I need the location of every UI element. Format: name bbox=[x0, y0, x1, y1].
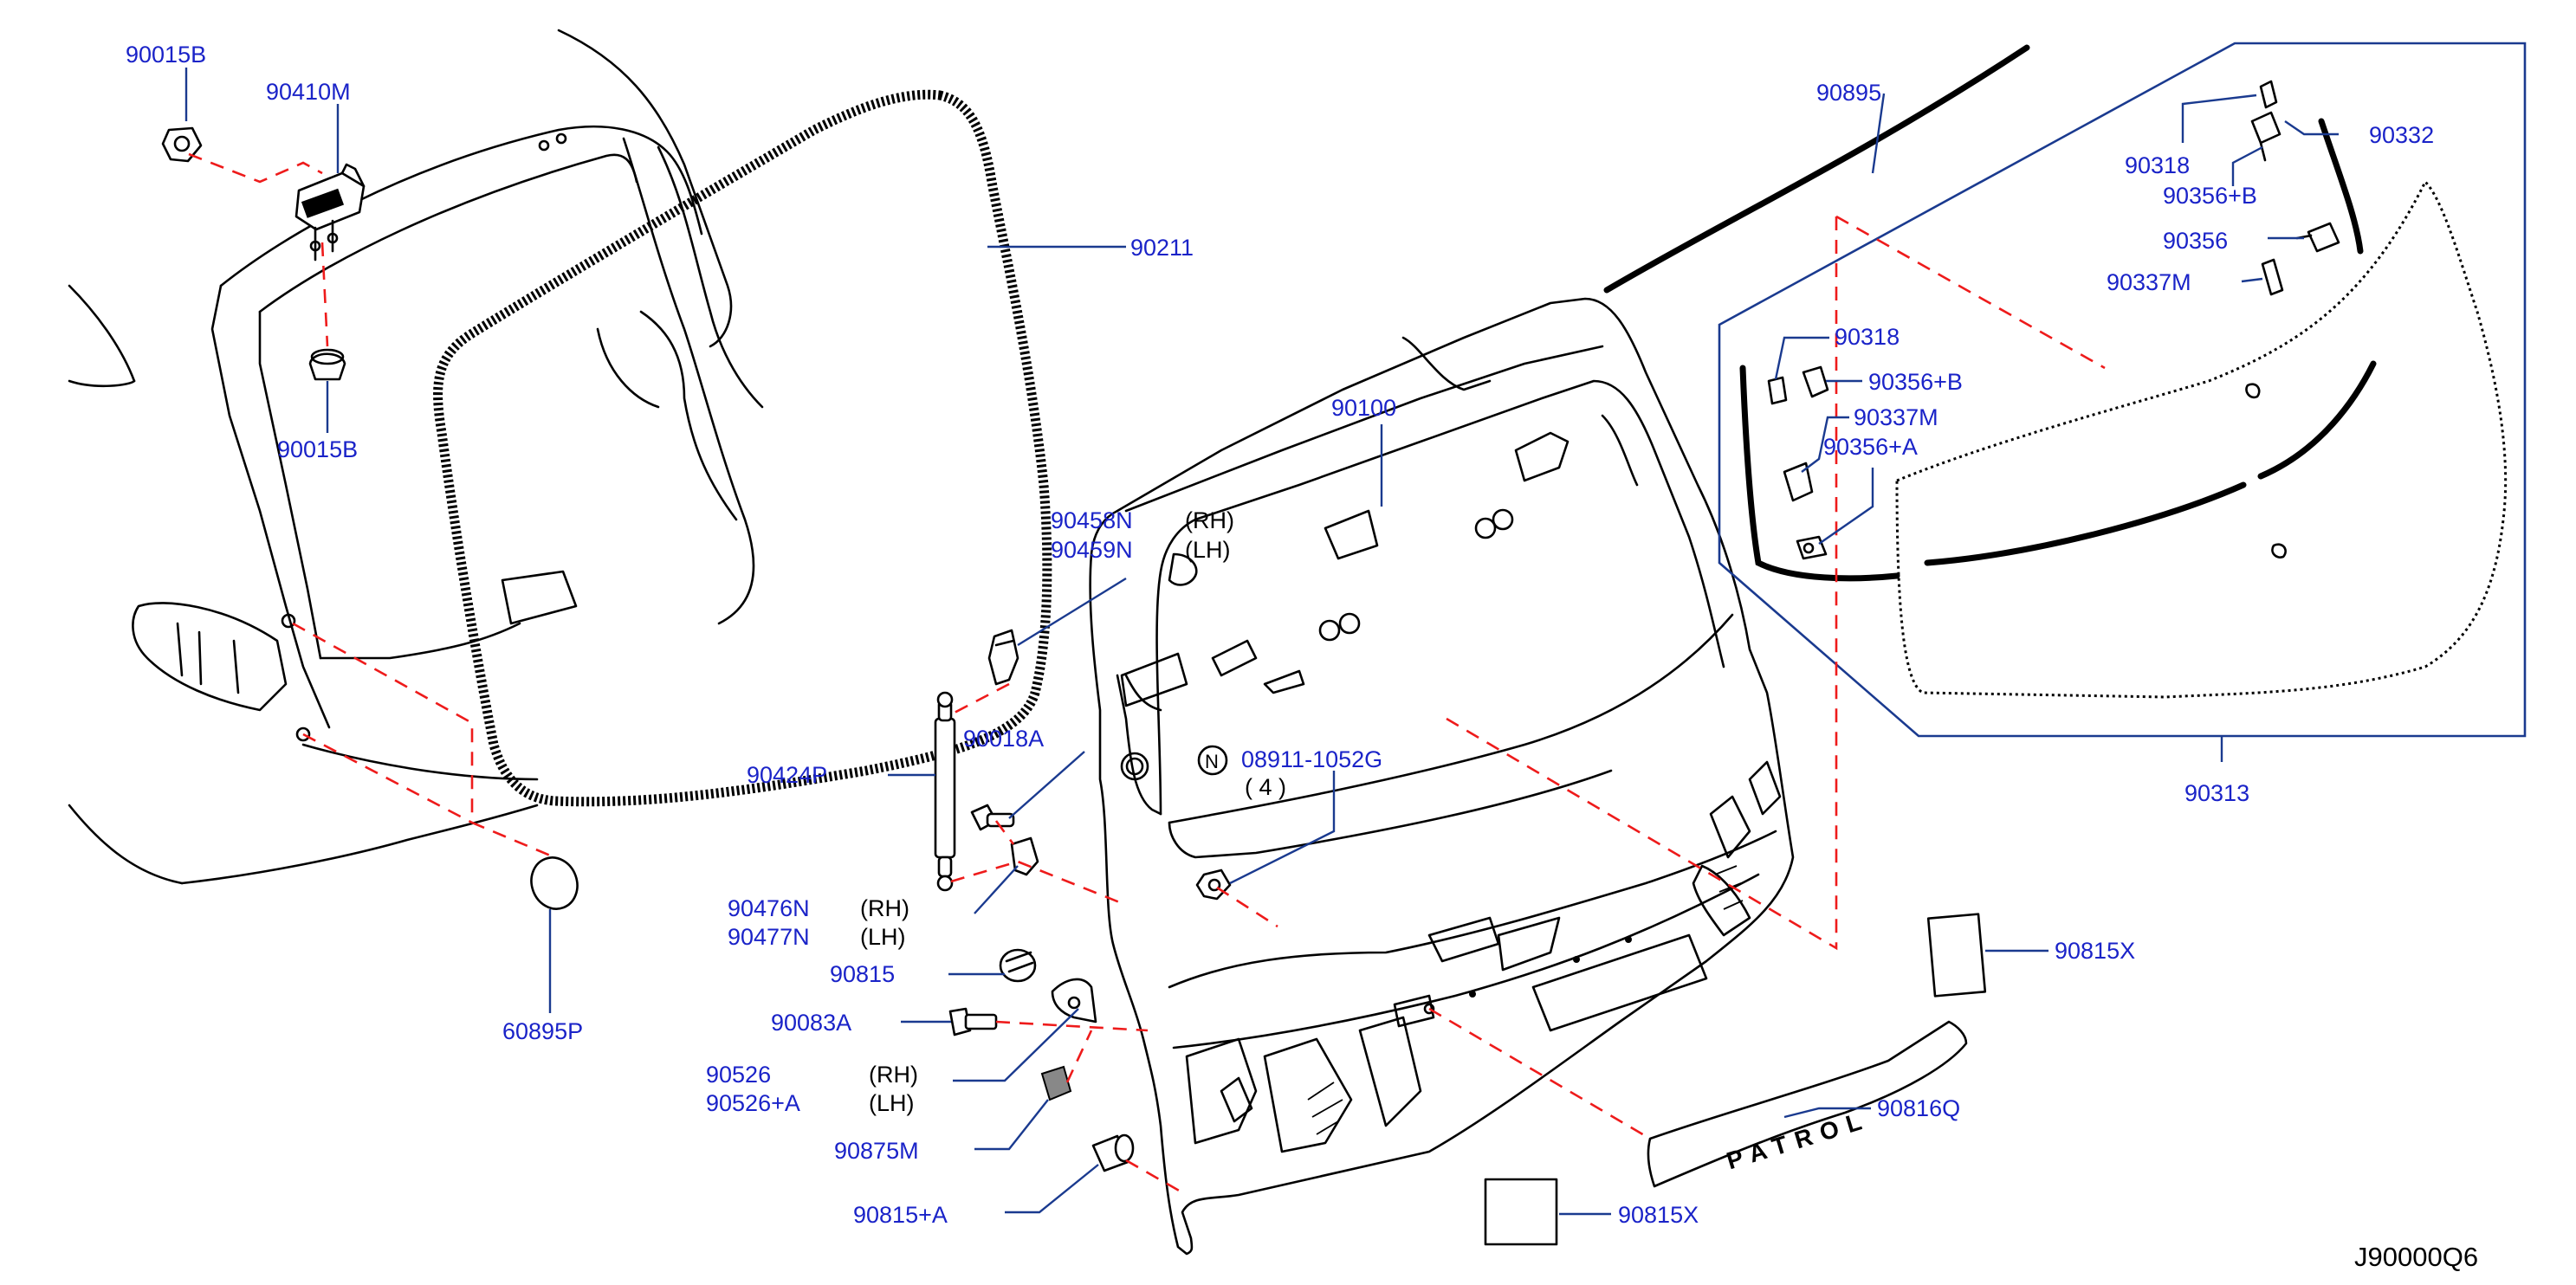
bolt-90083a bbox=[948, 1007, 998, 1036]
label-90356: 90356 bbox=[2163, 228, 2228, 254]
label-90895: 90895 bbox=[1816, 80, 1881, 106]
label-90356b-mid: 90356+B bbox=[1868, 369, 1963, 395]
label-90816q: 90816Q bbox=[1877, 1095, 1960, 1121]
label-90458n-side: (RH) bbox=[1185, 507, 1234, 533]
spoiler-trim-90332 bbox=[2318, 118, 2364, 255]
label-90476n-side: (RH) bbox=[860, 895, 909, 921]
label-90477n: 90477N bbox=[728, 924, 810, 950]
label-90424p: 90424P bbox=[747, 762, 827, 788]
label-90410m: 90410M bbox=[266, 79, 351, 105]
weatherstrip-90211 bbox=[433, 89, 1052, 807]
fastener-90318-top bbox=[2259, 80, 2278, 109]
pad-90815x-bottom bbox=[1484, 1178, 1558, 1246]
label-90477n-side: (LH) bbox=[860, 924, 906, 950]
label-90459n-side: (LH) bbox=[1185, 537, 1231, 563]
spacer-90337m-mid bbox=[1783, 462, 1814, 502]
label-90337m-mid: 90337M bbox=[1854, 404, 1938, 430]
clip-90356b-mid bbox=[1802, 365, 1829, 398]
assembly-lines bbox=[188, 152, 2106, 1197]
trim-left bbox=[1739, 365, 1900, 582]
label-90356a: 90356+A bbox=[1823, 434, 1918, 460]
label-90459n: 90459N bbox=[1051, 537, 1133, 563]
clip-90015b-bottom bbox=[308, 348, 346, 381]
label-90332: 90332 bbox=[2369, 122, 2434, 148]
note-n-symbol bbox=[1197, 745, 1228, 776]
label-90313: 90313 bbox=[2184, 780, 2249, 806]
label-90815: 90815 bbox=[830, 961, 895, 987]
clip-90356a bbox=[1796, 535, 1828, 560]
leader-lines bbox=[184, 68, 2339, 1216]
glass-group-frame bbox=[1718, 42, 2527, 738]
bumper-90815a bbox=[1091, 1133, 1135, 1172]
label-08911-qty: ( 4 ) bbox=[1245, 774, 1286, 800]
label-90337m-top: 90337M bbox=[2107, 269, 2191, 295]
label-90526: 90526 bbox=[706, 1062, 771, 1088]
garnish-90816q: PATROL bbox=[1647, 1020, 1968, 1188]
spacer-90337m-top bbox=[2261, 258, 2284, 296]
nut-90015b-top bbox=[161, 126, 203, 163]
diagram-code: J90000Q6 bbox=[2354, 1242, 2478, 1272]
stay-90424p bbox=[934, 691, 956, 892]
label-90015b-bottom: 90015B bbox=[277, 436, 358, 462]
label-90356b-top: 90356+B bbox=[2163, 183, 2257, 209]
label-90875m: 90875M bbox=[834, 1138, 919, 1164]
label-90526-side: (RH) bbox=[869, 1062, 918, 1088]
label-90015b-top: 90015B bbox=[126, 42, 206, 68]
label-90526a-side: (LH) bbox=[869, 1090, 915, 1116]
back-door-90100 bbox=[1089, 297, 1795, 1256]
guide-90526 bbox=[1051, 978, 1097, 1023]
label-90100: 90100 bbox=[1331, 395, 1396, 421]
label-90476n: 90476N bbox=[728, 895, 810, 921]
label-90815x-bottom: 90815X bbox=[1618, 1202, 1699, 1228]
label-90815a: 90815+A bbox=[853, 1202, 948, 1228]
bolt-90018a bbox=[970, 804, 1015, 831]
switch-90410m bbox=[294, 163, 366, 262]
label-90318-mid: 90318 bbox=[1835, 324, 1900, 350]
bracket-90476n bbox=[1010, 836, 1039, 876]
note-n-letter: N bbox=[1205, 751, 1219, 772]
clip-90356b-top bbox=[2250, 111, 2282, 162]
plug-60895p bbox=[530, 856, 579, 910]
label-60895p: 60895P bbox=[502, 1018, 583, 1044]
label-90318-top: 90318 bbox=[2125, 152, 2190, 178]
label-08911-1052g: 08911-1052G bbox=[1241, 746, 1382, 772]
label-90526a: 90526+A bbox=[706, 1090, 800, 1116]
bumper-90875m bbox=[1040, 1065, 1072, 1101]
label-90018a: 90018A bbox=[963, 726, 1044, 752]
hinge-90458n bbox=[987, 629, 1019, 686]
pad-90815x-right bbox=[1926, 913, 1987, 998]
label-90815x-right: 90815X bbox=[2055, 938, 2135, 964]
glass-molding-90895 bbox=[1603, 44, 2030, 294]
fastener-90318-mid bbox=[1767, 376, 1788, 405]
label-90458n: 90458N bbox=[1051, 507, 1133, 533]
label-90083a: 90083A bbox=[771, 1010, 851, 1036]
bumper-90815 bbox=[999, 948, 1037, 983]
back-door-glass-90313 bbox=[1895, 179, 2508, 699]
body-opening bbox=[68, 29, 764, 885]
clip-90356 bbox=[2295, 222, 2340, 253]
label-90211: 90211 bbox=[1130, 235, 1194, 261]
callout-labels: 90015B 90410M 90015B 90211 90100 90458N … bbox=[126, 42, 2478, 1272]
